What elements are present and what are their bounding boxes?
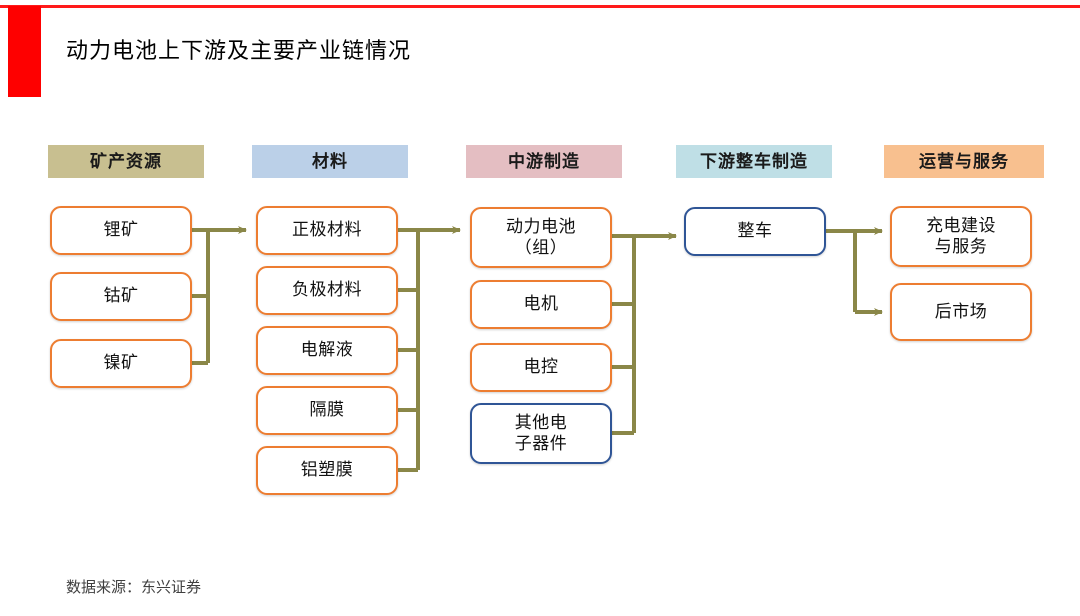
node-label: 隔膜 — [309, 400, 345, 420]
top-rule-divider — [0, 5, 1080, 8]
column-header-operation-and-service: 运营与服务 — [884, 145, 1044, 178]
node-label: 负极材料 — [292, 280, 362, 300]
node-label: 充电建设 与服务 — [926, 216, 996, 256]
node-other-electronic-components[interactable]: 其他电 子器件 — [470, 403, 612, 464]
node-label: 铝塑膜 — [300, 460, 354, 480]
node-charging-construction-and-service[interactable]: 充电建设 与服务 — [890, 206, 1032, 267]
node-label: 正极材料 — [292, 220, 362, 240]
node-cathode-material[interactable]: 正极材料 — [256, 206, 398, 255]
node-aftermarket[interactable]: 后市场 — [890, 283, 1032, 341]
node-label: 钴矿 — [103, 286, 139, 306]
node-label: 电控 — [523, 357, 559, 377]
node-lithium-ore[interactable]: 锂矿 — [50, 206, 192, 255]
node-electronic-control[interactable]: 电控 — [470, 343, 612, 392]
node-label: 电解液 — [300, 340, 354, 360]
node-nickel-ore[interactable]: 镍矿 — [50, 339, 192, 388]
node-motor[interactable]: 电机 — [470, 280, 612, 329]
node-anode-material[interactable]: 负极材料 — [256, 266, 398, 315]
node-label: 其他电 子器件 — [514, 413, 568, 453]
node-label: 动力电池 （组） — [506, 217, 576, 257]
data-source-note: 数据来源：东兴证券 — [66, 580, 202, 596]
node-aluminum-plastic-film[interactable]: 铝塑膜 — [256, 446, 398, 495]
column-header-midstream-manufacturing: 中游制造 — [466, 145, 622, 178]
node-cobalt-ore[interactable]: 钴矿 — [50, 272, 192, 321]
node-label: 整车 — [737, 221, 773, 241]
node-label: 后市场 — [934, 301, 988, 321]
node-label: 锂矿 — [103, 220, 139, 240]
node-complete-vehicle[interactable]: 整车 — [684, 207, 826, 256]
node-power-battery-pack[interactable]: 动力电池 （组） — [470, 207, 612, 268]
node-label: 镍矿 — [103, 353, 139, 373]
column-header-materials: 材料 — [252, 145, 408, 178]
title-accent-bar — [8, 6, 41, 97]
page-title: 动力电池上下游及主要产业链情况 — [66, 38, 412, 63]
node-separator[interactable]: 隔膜 — [256, 386, 398, 435]
column-header-mineral-resources: 矿产资源 — [48, 145, 204, 178]
node-electrolyte[interactable]: 电解液 — [256, 326, 398, 375]
node-label: 电机 — [523, 294, 559, 314]
column-header-downstream-vehicle-manufacturing: 下游整车制造 — [676, 145, 832, 178]
